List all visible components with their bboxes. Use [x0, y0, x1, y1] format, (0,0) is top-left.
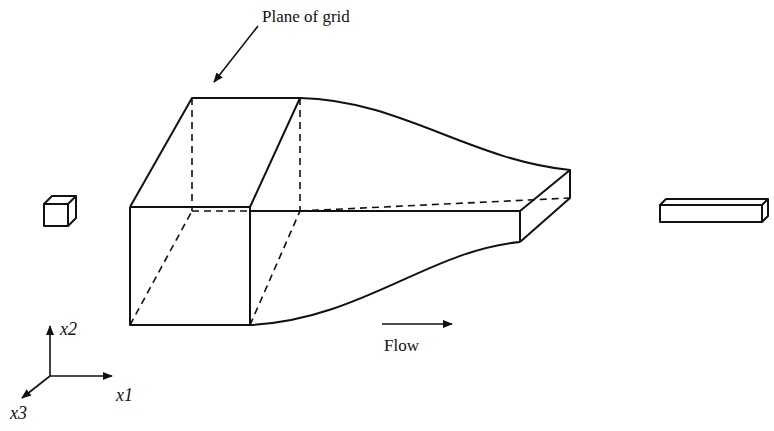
axis-label: x1	[116, 386, 133, 404]
callout-label: Plane of grid	[262, 8, 350, 25]
axis-label: x2	[60, 320, 77, 338]
flow-label: Flow	[384, 337, 419, 354]
axis-label: x3	[10, 404, 27, 422]
